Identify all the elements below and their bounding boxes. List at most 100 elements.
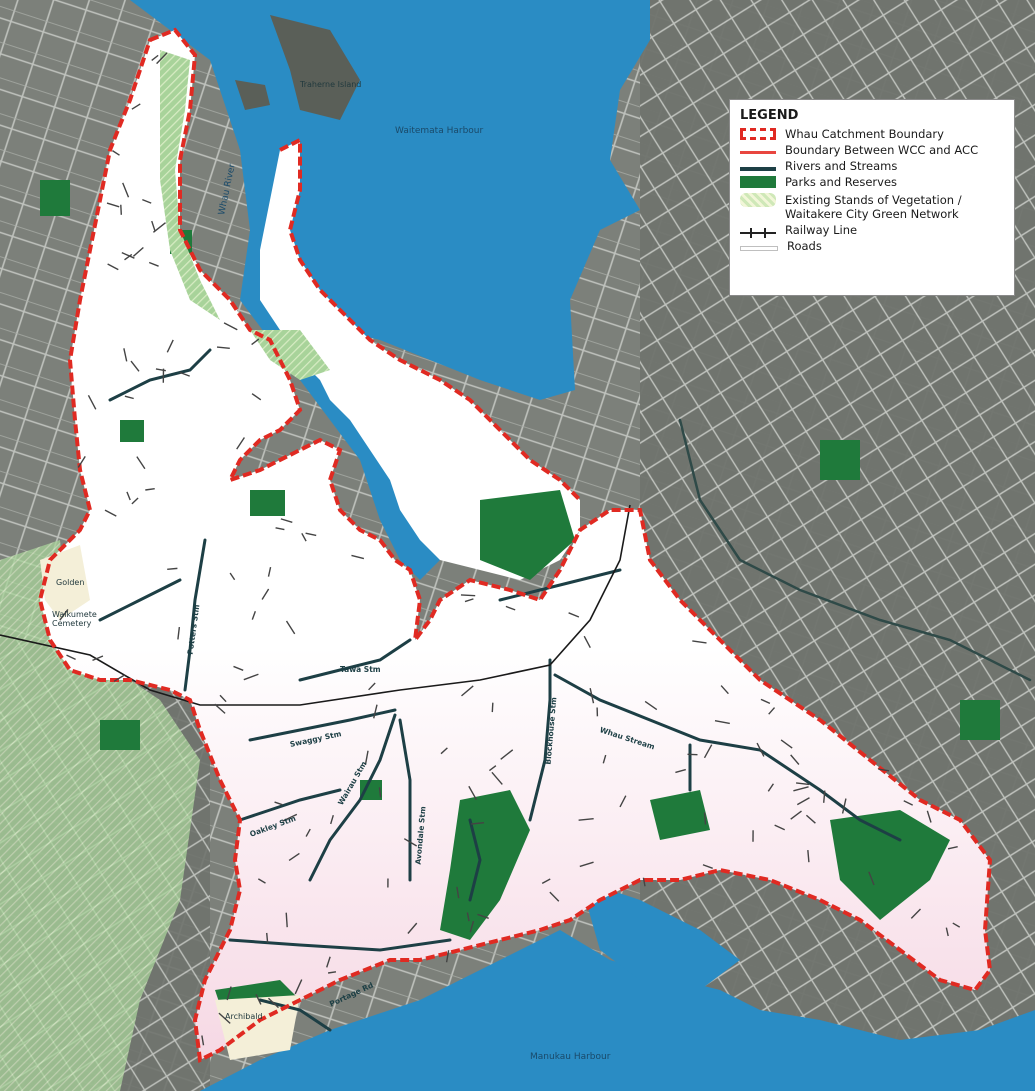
road-segment (120, 204, 122, 215)
road-segment (368, 682, 376, 691)
park-south (440, 790, 530, 940)
road-segment (123, 348, 128, 362)
legend-label: Parks and Reserves (785, 175, 898, 189)
road-segment (549, 891, 560, 902)
road-segment (780, 739, 793, 749)
red-line-swatch-icon (740, 151, 776, 154)
road-segment (223, 322, 238, 331)
golden-stm-line (98, 578, 182, 622)
road-segment (903, 800, 914, 806)
road-segment (166, 339, 174, 353)
road-segment (113, 674, 126, 682)
manukau-harbour (200, 930, 1035, 1091)
road-segment (868, 871, 875, 886)
railway-swatch-icon (740, 228, 776, 238)
park-east-2 (960, 700, 1000, 740)
catchment-boundary-ne (279, 136, 582, 502)
wairau-stm-line (308, 713, 397, 882)
road-segment (351, 554, 365, 560)
road-segment (466, 912, 470, 922)
road-segment (403, 838, 418, 847)
legend-label: Rivers and Streams (785, 159, 898, 173)
road-segment (130, 360, 140, 372)
road-segment (255, 994, 262, 1005)
road-segment (288, 852, 300, 861)
road-segment (703, 812, 707, 825)
road-segment (136, 456, 146, 470)
legend-label: Existing Stands of Vegetation / (785, 193, 962, 207)
road-segment (106, 202, 120, 208)
parks (40, 180, 1000, 1010)
label-archibald: Archibald (225, 1012, 263, 1021)
road-segment (59, 608, 69, 621)
road-segment (445, 950, 450, 963)
road-segment (568, 612, 580, 618)
stream-north (108, 348, 212, 402)
road-segment (805, 814, 816, 824)
avondale-stm-line (398, 718, 412, 882)
road-segment (675, 768, 686, 774)
road-segment (243, 673, 259, 681)
road-segment (266, 932, 269, 943)
road-segment (122, 182, 130, 198)
legend-label: Whau Catchment Boundary (785, 127, 944, 141)
road-segment (583, 635, 591, 649)
road-segment (201, 1035, 205, 1046)
stream-east (678, 418, 1032, 682)
road-segment (267, 997, 279, 1009)
dashed-boundary-swatch-icon (740, 128, 776, 140)
park-large-ne (480, 490, 575, 580)
legend-label-line2: Waitakere City Green Network (785, 207, 959, 221)
road-segment (500, 749, 514, 760)
road-segment (505, 605, 516, 611)
legend-title: LEGEND (740, 108, 799, 123)
road-segment (364, 750, 369, 766)
road-segment (156, 52, 168, 65)
road-segment (294, 979, 303, 995)
label-waikumete-cemetery: Waikumete Cemetery (52, 610, 97, 628)
road-segment (926, 810, 932, 823)
road-segment (218, 1012, 231, 1024)
road-segment (274, 801, 283, 806)
park-small-3 (120, 420, 144, 442)
label-traherne-island: Traherne Island (300, 80, 362, 89)
tawa-stm-line (298, 638, 412, 682)
road-segment (579, 861, 594, 868)
road-segment (214, 703, 226, 714)
road-segment (251, 393, 262, 401)
map-legend: LEGEND Whau Catchment Boundary Boundary … (729, 99, 1015, 296)
road-segment (131, 497, 139, 505)
vegetation-west (0, 540, 200, 1091)
whau-catchment-boundary (37, 27, 993, 1064)
stream-south (468, 818, 482, 902)
road-segment (131, 103, 141, 110)
park-small-1 (250, 490, 285, 516)
vegetation-swatch-icon (740, 193, 776, 207)
road-segment (282, 813, 298, 822)
road-segment (790, 754, 800, 765)
road-segment (407, 922, 418, 934)
road-segment (796, 782, 810, 786)
road-segment (305, 828, 311, 837)
legend-label: Boundary Between WCC and ACC (785, 143, 979, 157)
park-central (650, 790, 710, 840)
park-fill-swatch-icon (740, 176, 776, 188)
road-segment (219, 694, 227, 703)
road-segment (692, 640, 707, 644)
road-segment (177, 626, 181, 640)
road-segment (327, 971, 337, 974)
whau-stream-line (553, 673, 902, 842)
road-segment (378, 787, 382, 798)
road-segment (760, 698, 771, 705)
road-segment (216, 346, 230, 349)
legend-item-roads: Roads (740, 239, 1004, 253)
road-segment (471, 821, 485, 825)
road-segment (807, 849, 810, 863)
road-swatch-icon (740, 246, 778, 251)
road-segment (305, 532, 317, 537)
road-segment (151, 220, 156, 231)
label-manukau-harbour: Manukau Harbour (530, 1052, 611, 1062)
road-segment (910, 908, 922, 919)
road-segment (330, 814, 334, 825)
legend-item-wcc-acc-boundary: Boundary Between WCC and ACC (740, 143, 1004, 157)
